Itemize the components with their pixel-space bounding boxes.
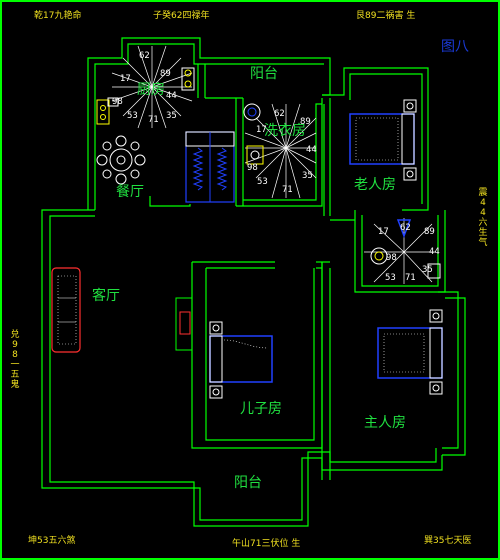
edge-label-bottom-right: 巽35七天医 <box>424 536 472 546</box>
room-label-dining: 餐厅 <box>116 184 144 200</box>
son-bed <box>209 321 273 399</box>
tv-cabinet <box>175 297 193 351</box>
room-label-son: 儿子房 <box>240 401 282 417</box>
bath-bagua-n: 62 <box>400 223 411 233</box>
kitchen-bagua-ne: 89 <box>160 69 171 79</box>
bath-bagua-ne: 89 <box>424 227 435 237</box>
bath-bagua-se: 35 <box>422 265 433 275</box>
bath-bagua-e: 44 <box>429 247 440 257</box>
kitchen-bagua-s: 71 <box>148 115 159 125</box>
bath-bagua-w: 98 <box>386 253 397 263</box>
laundry-bagua-n: 62 <box>274 109 285 119</box>
room-label-master: 主人房 <box>364 415 406 431</box>
kitchen-bagua-nw: 17 <box>120 74 131 84</box>
bath-bagua <box>364 218 436 284</box>
master-bed <box>377 309 443 395</box>
interior-walls <box>149 64 355 480</box>
edge-label-top-right: 艮89二祸害 生 <box>356 11 416 21</box>
living-sofa <box>51 267 81 353</box>
kitchen-bagua-w: 98 <box>112 97 123 107</box>
bath-bagua-sw: 53 <box>385 273 396 283</box>
bath-bagua-nw: 17 <box>378 227 389 237</box>
laundry-bagua-e: 44 <box>306 145 317 155</box>
kitchen-bagua-n: 62 <box>139 51 150 61</box>
edge-label-top-left: 乾17九艳命 <box>34 11 82 21</box>
bath-fixtures <box>370 247 441 279</box>
room-label-elder: 老人房 <box>354 177 396 193</box>
kitchen-bagua-e: 44 <box>166 91 177 101</box>
storage-units <box>185 131 235 203</box>
room-label-living: 客厅 <box>92 288 120 304</box>
bath-bagua-s: 71 <box>405 273 416 283</box>
kitchen-bagua-se: 35 <box>166 111 177 121</box>
laundry-bagua-ne: 89 <box>300 117 311 127</box>
laundry-bagua-se: 35 <box>302 171 313 181</box>
laundry-bagua-sw: 53 <box>257 177 268 187</box>
room-label-balcony-bottom: 阳台 <box>234 475 262 491</box>
edge-label-top-center: 子癸62四禄年 <box>153 11 210 21</box>
room-label-kitchen: 厨房 <box>137 82 165 98</box>
laundry-bagua-w: 98 <box>247 163 258 173</box>
edge-label-bottom-center: 午山71三伏位 生 <box>232 539 301 549</box>
exterior-walls <box>41 37 466 527</box>
laundry-bagua-s: 71 <box>282 185 293 195</box>
kitchen-bagua-sw: 53 <box>127 111 138 121</box>
elder-bed <box>349 99 417 181</box>
kitchen-fixtures <box>96 67 195 125</box>
dining-table <box>96 135 146 185</box>
room-label-balcony-top: 阳台 <box>250 66 278 82</box>
laundry-bagua <box>244 103 317 199</box>
kitchen-bagua <box>111 45 193 129</box>
laundry-fixtures <box>243 103 264 165</box>
edge-label-bottom-left: 坤53五六煞 <box>28 536 76 546</box>
room-label-laundry: 洗衣房 <box>264 123 306 139</box>
laundry-bagua-nw: 17 <box>256 125 267 135</box>
figure-label: 图八 <box>441 39 469 55</box>
